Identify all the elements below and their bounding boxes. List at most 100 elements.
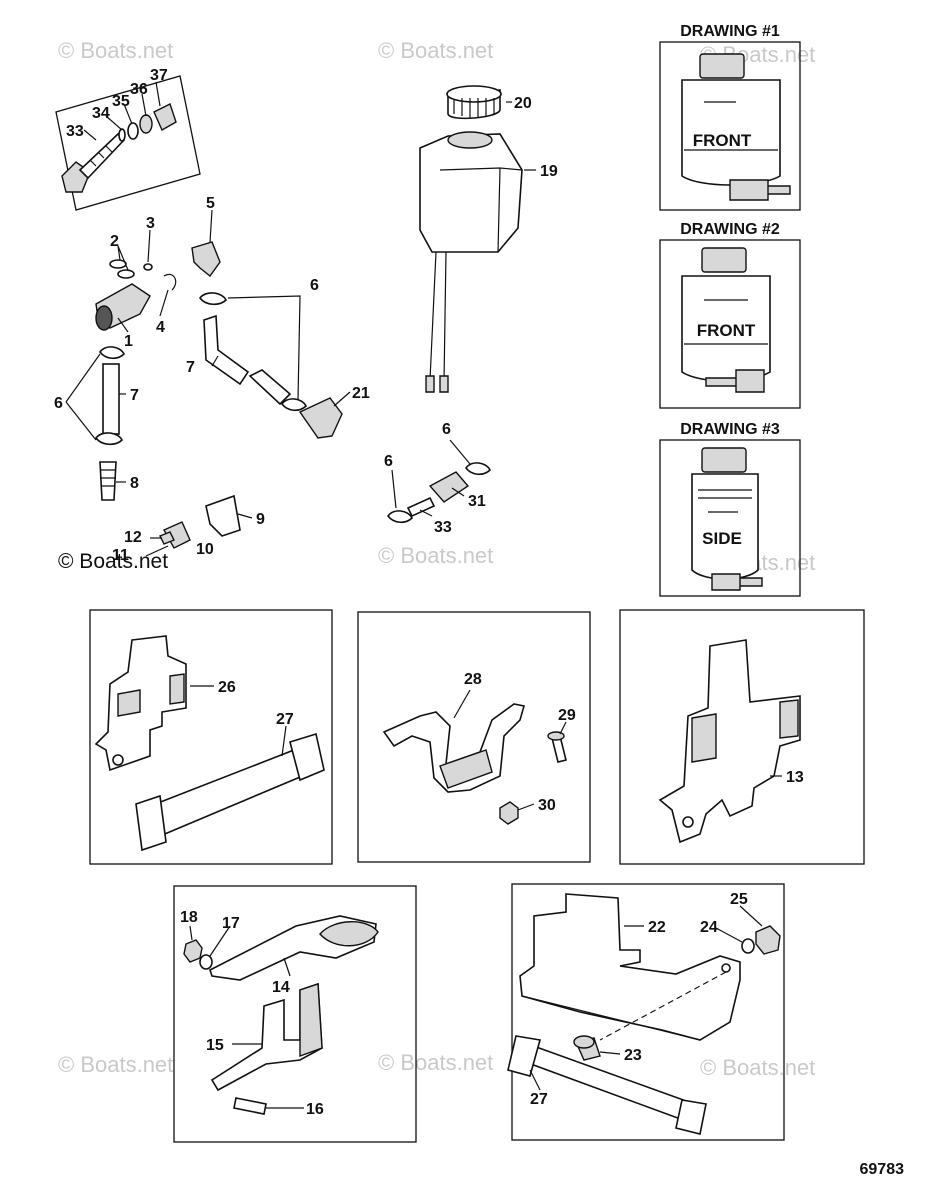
leader — [209, 209, 213, 243]
watermark: © Boats.net — [58, 1052, 173, 1077]
callout-number: 4 — [156, 319, 165, 336]
bracket-15-shade — [299, 983, 323, 1057]
leader — [453, 689, 471, 719]
cap-20-top — [446, 85, 502, 103]
leader — [83, 129, 97, 141]
bracket-22-edge — [521, 995, 731, 1041]
callout-number: 30 — [538, 797, 556, 814]
fittings-left — [94, 241, 343, 557]
callout-number: 6 — [310, 277, 319, 294]
drawing-1: DRAWING #1 FRONT — [659, 23, 801, 211]
tank-neck — [447, 131, 493, 149]
leader — [529, 1069, 541, 1091]
callout-number: 33 — [434, 519, 452, 536]
callout-number: 36 — [130, 81, 148, 98]
leader — [419, 509, 433, 517]
watermark: © Boats.net — [378, 38, 493, 63]
drawing-frame — [659, 41, 801, 211]
leader-lines — [65, 81, 351, 539]
bracket-hole — [112, 754, 124, 766]
callout-number: 6 — [442, 421, 451, 438]
tank-19 — [419, 133, 523, 253]
callout-number: 29 — [558, 707, 576, 724]
bracket-hole — [721, 963, 731, 973]
callout-number: 33 — [66, 123, 84, 140]
clip-9 — [205, 494, 241, 537]
dashed-assembly-line — [599, 971, 727, 1041]
panel-frame — [357, 611, 591, 863]
callout-number: 15 — [206, 1037, 224, 1054]
leader — [117, 317, 129, 333]
leader — [147, 229, 151, 263]
drawing-label: FRONT — [693, 131, 752, 150]
washer-35 — [127, 122, 139, 140]
hose-7-short — [102, 363, 120, 435]
callout-number: 7 — [130, 387, 139, 404]
o-ring-2b — [117, 269, 135, 279]
nut-18 — [183, 939, 203, 963]
reservoir-cap — [701, 247, 747, 273]
o-ring-3 — [143, 263, 153, 271]
callout-number: 2 — [110, 233, 119, 250]
outlet-fitting — [705, 369, 765, 393]
connector-1-face — [95, 305, 113, 331]
leader — [281, 725, 287, 757]
fitting-37 — [153, 103, 177, 131]
wire-terminals — [425, 375, 449, 393]
callout-number: 22 — [648, 919, 666, 936]
hose-7-segment — [248, 369, 292, 406]
callout-number: 1 — [124, 333, 133, 350]
elbow-5 — [191, 241, 221, 278]
drawing-title: DRAWING #2 — [680, 221, 780, 238]
callout-number: 28 — [464, 671, 482, 688]
watermark-dark: © Boats.net — [58, 550, 168, 573]
panel-frame — [173, 885, 417, 1143]
clamp-6-top — [198, 292, 227, 306]
bracket-13 — [658, 639, 801, 844]
callout-number: 21 — [352, 385, 370, 402]
watermark: © Boats.net — [378, 543, 493, 568]
strap-27 — [138, 749, 314, 837]
screw-11 — [145, 545, 169, 557]
callout-number: 12 — [124, 529, 142, 546]
washer-17 — [199, 954, 213, 970]
watermark: © Boats.net — [378, 1050, 493, 1075]
bracket-28-shade — [439, 749, 493, 789]
leader — [715, 905, 763, 943]
callout-number: 23 — [624, 1047, 642, 1064]
seal-34 — [118, 128, 126, 142]
watermark: © Boats.net — [700, 1055, 815, 1080]
washer-24 — [741, 938, 755, 954]
callout-number: 7 — [186, 359, 195, 376]
panel-frame — [89, 609, 333, 865]
callout-number: 13 — [786, 769, 804, 786]
drawing-title: DRAWING #1 — [680, 23, 780, 40]
nut-30 — [499, 801, 519, 825]
bolt-29-head — [547, 731, 565, 741]
cap-ridges — [453, 98, 495, 118]
callout-number: 35 — [112, 93, 130, 110]
leader — [517, 803, 535, 811]
watermark: © Boats.net — [58, 38, 173, 63]
sensor-wires — [429, 251, 447, 383]
clamp-6-right — [280, 398, 307, 412]
leader — [559, 721, 567, 735]
drawing-label: SIDE — [702, 529, 742, 548]
leader — [333, 391, 351, 407]
callout-number: 34 — [92, 105, 110, 122]
drawing-frame — [659, 439, 801, 597]
oil-tank-group — [419, 85, 536, 393]
callout-number: 6 — [384, 453, 393, 470]
callout-number: 9 — [256, 511, 265, 528]
callout-number: 31 — [468, 493, 486, 510]
reservoir-lines — [684, 101, 778, 151]
callout-number: 17 — [222, 915, 240, 932]
nut-12 — [159, 531, 175, 545]
barb-ridges — [100, 469, 116, 487]
bolt-23-head — [573, 1035, 595, 1049]
leader — [227, 295, 301, 401]
leader — [599, 1051, 621, 1055]
leader — [211, 355, 219, 367]
nut-36 — [139, 114, 153, 134]
